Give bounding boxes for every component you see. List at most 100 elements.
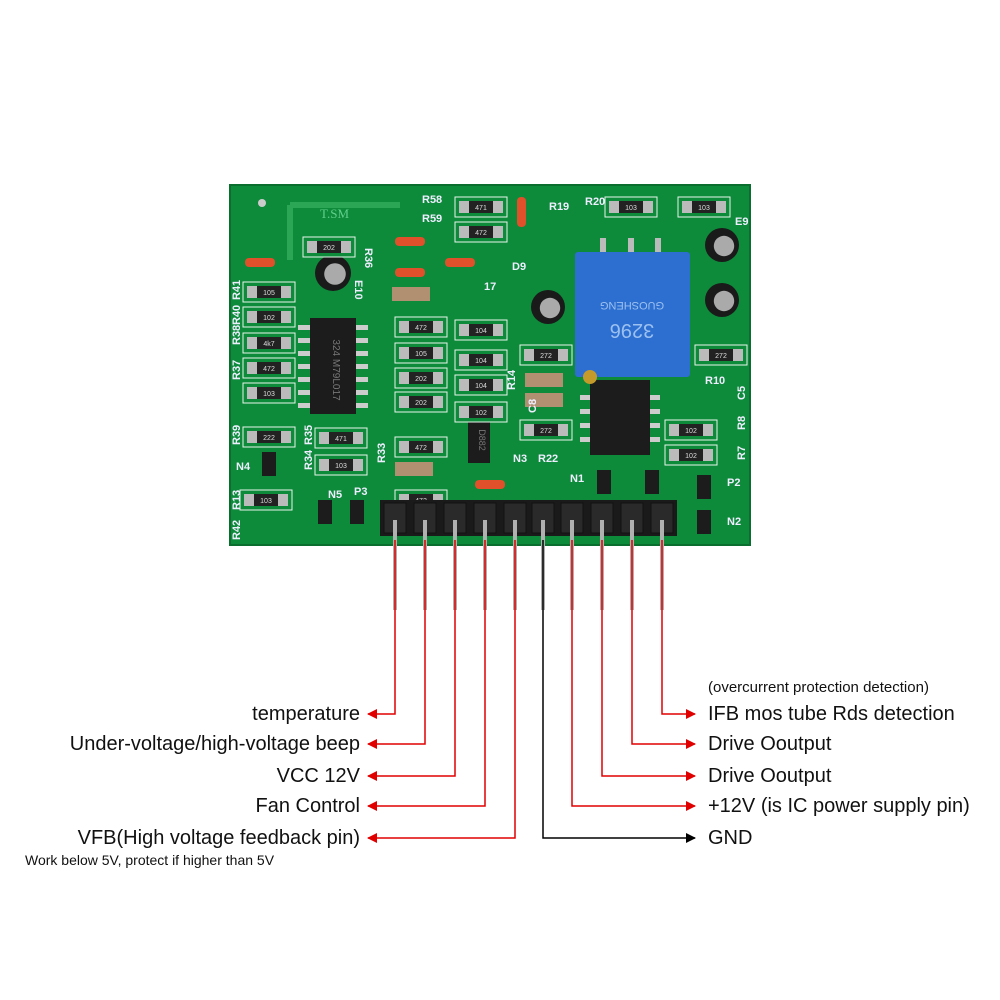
smd-resistor: 202 — [302, 236, 356, 258]
ceramic-capacitor — [525, 393, 563, 407]
ic-driver — [580, 380, 660, 455]
silkscreen-label: C5 — [736, 386, 748, 400]
smd-resistor: 472 — [394, 436, 448, 458]
diode — [445, 258, 475, 267]
silkscreen-label: R41 — [231, 280, 243, 300]
silkscreen-label: R13 — [231, 490, 243, 510]
silkscreen-label: N2 — [727, 516, 741, 528]
smd-resistor: 4k7 — [242, 332, 296, 354]
silkscreen-label: N5 — [328, 489, 342, 501]
svg-text:472: 472 — [415, 325, 427, 332]
sot-transistor — [350, 500, 364, 524]
silkscreen-label: D9 — [512, 261, 526, 273]
svg-text:472: 472 — [263, 366, 275, 373]
smd-resistor: 272 — [519, 344, 573, 366]
silkscreen-label: R34 — [303, 449, 315, 470]
smd-resistor: 102 — [454, 401, 508, 423]
svg-text:D882: D882 — [477, 429, 487, 451]
svg-text:272: 272 — [715, 353, 727, 360]
silkscreen-label: R8 — [736, 416, 748, 430]
diode — [517, 197, 526, 227]
svg-text:472: 472 — [475, 230, 487, 237]
svg-text:103: 103 — [625, 205, 637, 212]
silkscreen-label: N4 — [236, 461, 251, 473]
svg-text:222: 222 — [263, 435, 275, 442]
silkscreen-label: R39 — [231, 425, 243, 445]
svg-text:471: 471 — [335, 436, 347, 443]
svg-text:202: 202 — [415, 376, 427, 383]
transistor — [468, 418, 490, 463]
silkscreen-label: R58 — [422, 194, 442, 206]
svg-text:103: 103 — [263, 391, 275, 398]
smd-resistor: 105 — [394, 342, 448, 364]
smd-resistor: 103 — [677, 196, 731, 218]
pin-label-drive-1: Drive Ooutput — [708, 733, 832, 755]
smd-resistor: 104 — [454, 319, 508, 341]
svg-text:105: 105 — [415, 351, 427, 358]
diode — [245, 258, 275, 267]
silkscreen-label: N3 — [513, 453, 527, 465]
smd-resistor: 472 — [242, 357, 296, 379]
svg-text:472: 472 — [415, 445, 427, 452]
wire-right-2 — [601, 540, 696, 781]
ifb-note: (overcurrent protection detection) — [708, 679, 929, 696]
wire-left-0 — [367, 540, 396, 719]
pin-label-fan: Fan Control — [255, 795, 361, 817]
sot-transistor — [697, 510, 711, 534]
pin-label-gnd: GND — [708, 827, 753, 849]
smd-resistor: 104 — [454, 349, 508, 371]
smd-resistor: 472 — [454, 221, 508, 243]
brand-label: T.SM — [320, 206, 349, 221]
pin-label-beep: Under-voltage/high-voltage beep — [69, 733, 360, 755]
silkscreen-label: R37 — [231, 360, 243, 380]
svg-text:105: 105 — [263, 290, 275, 297]
smd-resistor: 103 — [239, 489, 293, 511]
pin-label-vfb: VFB(High voltage feedback pin) — [77, 827, 360, 849]
wire-right-1 — [631, 540, 696, 749]
pin-label-ifb: IFB mos tube Rds detection — [708, 703, 955, 725]
silkscreen-label: R42 — [231, 520, 243, 540]
vfb-note: Work below 5V, protect if higher than 5V — [25, 852, 275, 868]
ceramic-capacitor — [395, 462, 433, 476]
silkscreen-label: P3 — [354, 486, 367, 498]
svg-text:202: 202 — [323, 245, 335, 252]
svg-text:324 M79L017: 324 M79L017 — [330, 339, 341, 401]
pin-label-vcc: VCC 12V — [276, 765, 360, 787]
ic-main: 324 M79L017 — [298, 318, 368, 414]
wires — [367, 540, 696, 843]
sot-transistor — [645, 470, 659, 494]
smd-resistor: 202 — [394, 391, 448, 413]
smd-resistor: 222 — [242, 426, 296, 448]
silkscreen-label: R20 — [585, 196, 605, 208]
silkscreen-label: E10 — [352, 280, 364, 300]
svg-text:GUOSHENG: GUOSHENG — [600, 299, 664, 311]
smd-resistor: 102 — [664, 419, 718, 441]
silkscreen-label: R22 — [538, 453, 558, 465]
wire-left-1 — [367, 540, 426, 749]
silkscreen-label: R40 — [231, 305, 243, 325]
sot-transistor — [262, 452, 276, 476]
smd-resistor: 472 — [394, 316, 448, 338]
svg-text:3296: 3296 — [610, 319, 655, 341]
svg-text:471: 471 — [475, 205, 487, 212]
silkscreen-label: R59 — [422, 213, 442, 225]
ceramic-capacitor — [392, 287, 430, 301]
silkscreen-label: R33 — [376, 443, 388, 463]
svg-text:103: 103 — [335, 463, 347, 470]
wire-gnd — [542, 540, 696, 843]
wire-left-3 — [367, 540, 486, 811]
ceramic-capacitor — [525, 373, 563, 387]
svg-text:104: 104 — [475, 358, 487, 365]
silkscreen-label: R14 — [506, 369, 518, 390]
pin-label-temperature: temperature — [252, 703, 360, 725]
wire-left-4 — [367, 540, 516, 843]
silkscreen-label: R36 — [362, 248, 374, 268]
silkscreen-label: N1 — [570, 473, 584, 485]
svg-text:272: 272 — [540, 353, 552, 360]
svg-text:272: 272 — [540, 428, 552, 435]
svg-text:103: 103 — [260, 498, 272, 505]
smd-resistor: 102 — [242, 306, 296, 328]
svg-text:103: 103 — [698, 205, 710, 212]
